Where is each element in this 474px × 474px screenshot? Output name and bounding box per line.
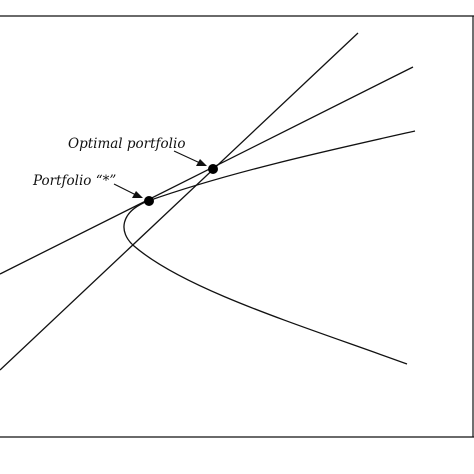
optimal-portfolio-arrow (173, 150, 201, 164)
optimal-portfolio-point (208, 164, 218, 174)
shallow-tangent-line (0, 66, 414, 275)
portfolio-star-point (144, 196, 154, 206)
efficient-frontier-curve (123, 130, 416, 365)
optimal-portfolio-label: Optimal portfolio (68, 136, 185, 152)
portfolio-star-arrow (113, 183, 137, 196)
steep-tangent-line (0, 32, 359, 371)
portfolio-star-label: Portfolio “*” (32, 173, 116, 189)
portfolio-star-arrowhead (132, 191, 143, 198)
optimal-portfolio-arrowhead (196, 159, 207, 166)
